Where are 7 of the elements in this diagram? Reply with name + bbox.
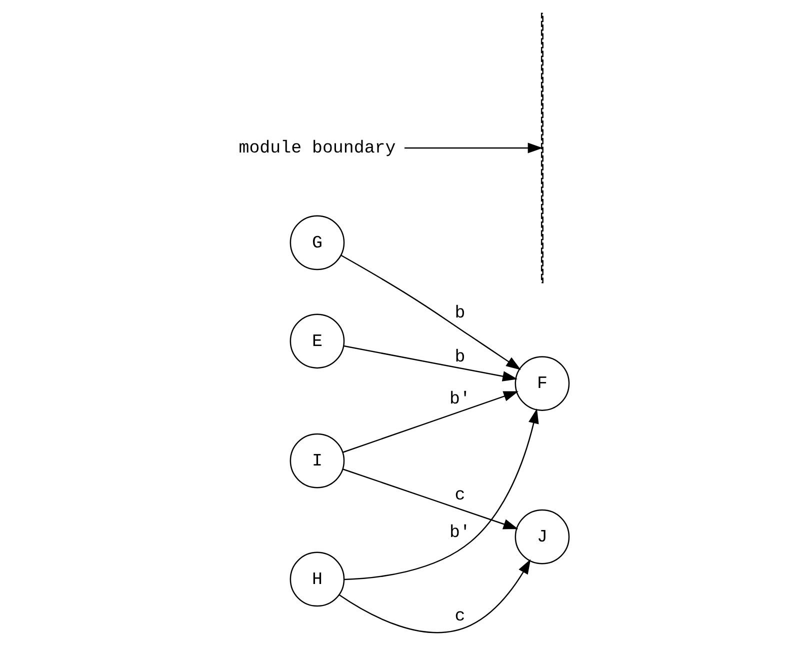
edge-label: b xyxy=(454,304,465,324)
edge-label: b' xyxy=(448,523,470,544)
edge-label: b' xyxy=(448,390,470,410)
edge-label: c xyxy=(454,486,465,506)
node-text: module boundary xyxy=(238,138,396,159)
edge-label: b xyxy=(454,347,465,368)
edge-label: c xyxy=(454,606,465,627)
